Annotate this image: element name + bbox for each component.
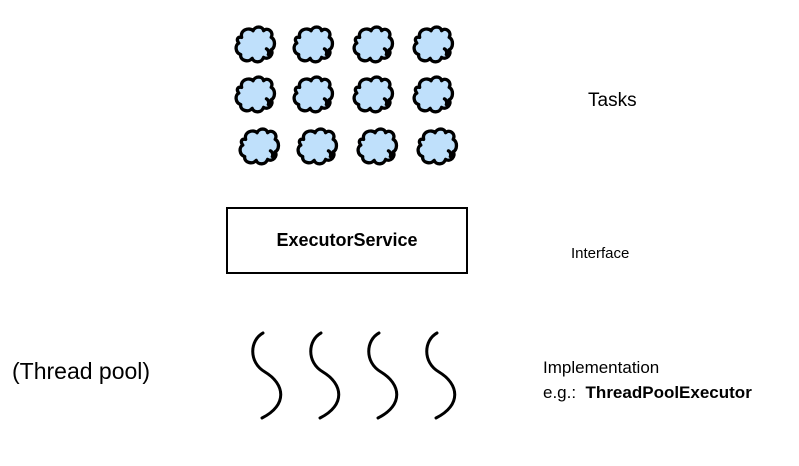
thread-icon xyxy=(309,331,341,420)
thread-icon xyxy=(425,331,457,420)
task-cloud-icon xyxy=(356,127,399,166)
executor-service-box: ExecutorService xyxy=(226,207,468,274)
implementation-example: e.g.: ThreadPoolExecutor xyxy=(543,380,752,405)
task-cloud-icon xyxy=(238,127,281,166)
executor-service-label: ExecutorService xyxy=(276,230,418,250)
task-cloud-icon xyxy=(234,75,277,114)
tasks-label: Tasks xyxy=(588,90,637,111)
example-class: ThreadPoolExecutor xyxy=(585,383,752,402)
implementation-label: Implementation e.g.: ThreadPoolExecutor xyxy=(543,355,752,405)
task-cloud-icon xyxy=(234,25,277,64)
task-cloud-icon xyxy=(412,25,455,64)
thread-pool-label: (Thread pool) xyxy=(12,358,151,384)
task-cloud-icon xyxy=(352,75,395,114)
task-cloud-icon xyxy=(352,25,395,64)
task-cloud-icon xyxy=(292,25,335,64)
example-prefix: e.g.: xyxy=(543,383,577,402)
implementation-title: Implementation xyxy=(543,358,660,377)
task-cloud-icon xyxy=(296,127,339,166)
threads-group xyxy=(251,331,457,420)
thread-icon xyxy=(367,331,399,420)
tasks-group xyxy=(234,25,459,166)
thread-icon xyxy=(251,331,283,420)
task-cloud-icon xyxy=(412,75,455,114)
task-cloud-icon xyxy=(416,127,459,166)
interface-label: Interface xyxy=(571,245,630,262)
task-cloud-icon xyxy=(292,75,335,114)
